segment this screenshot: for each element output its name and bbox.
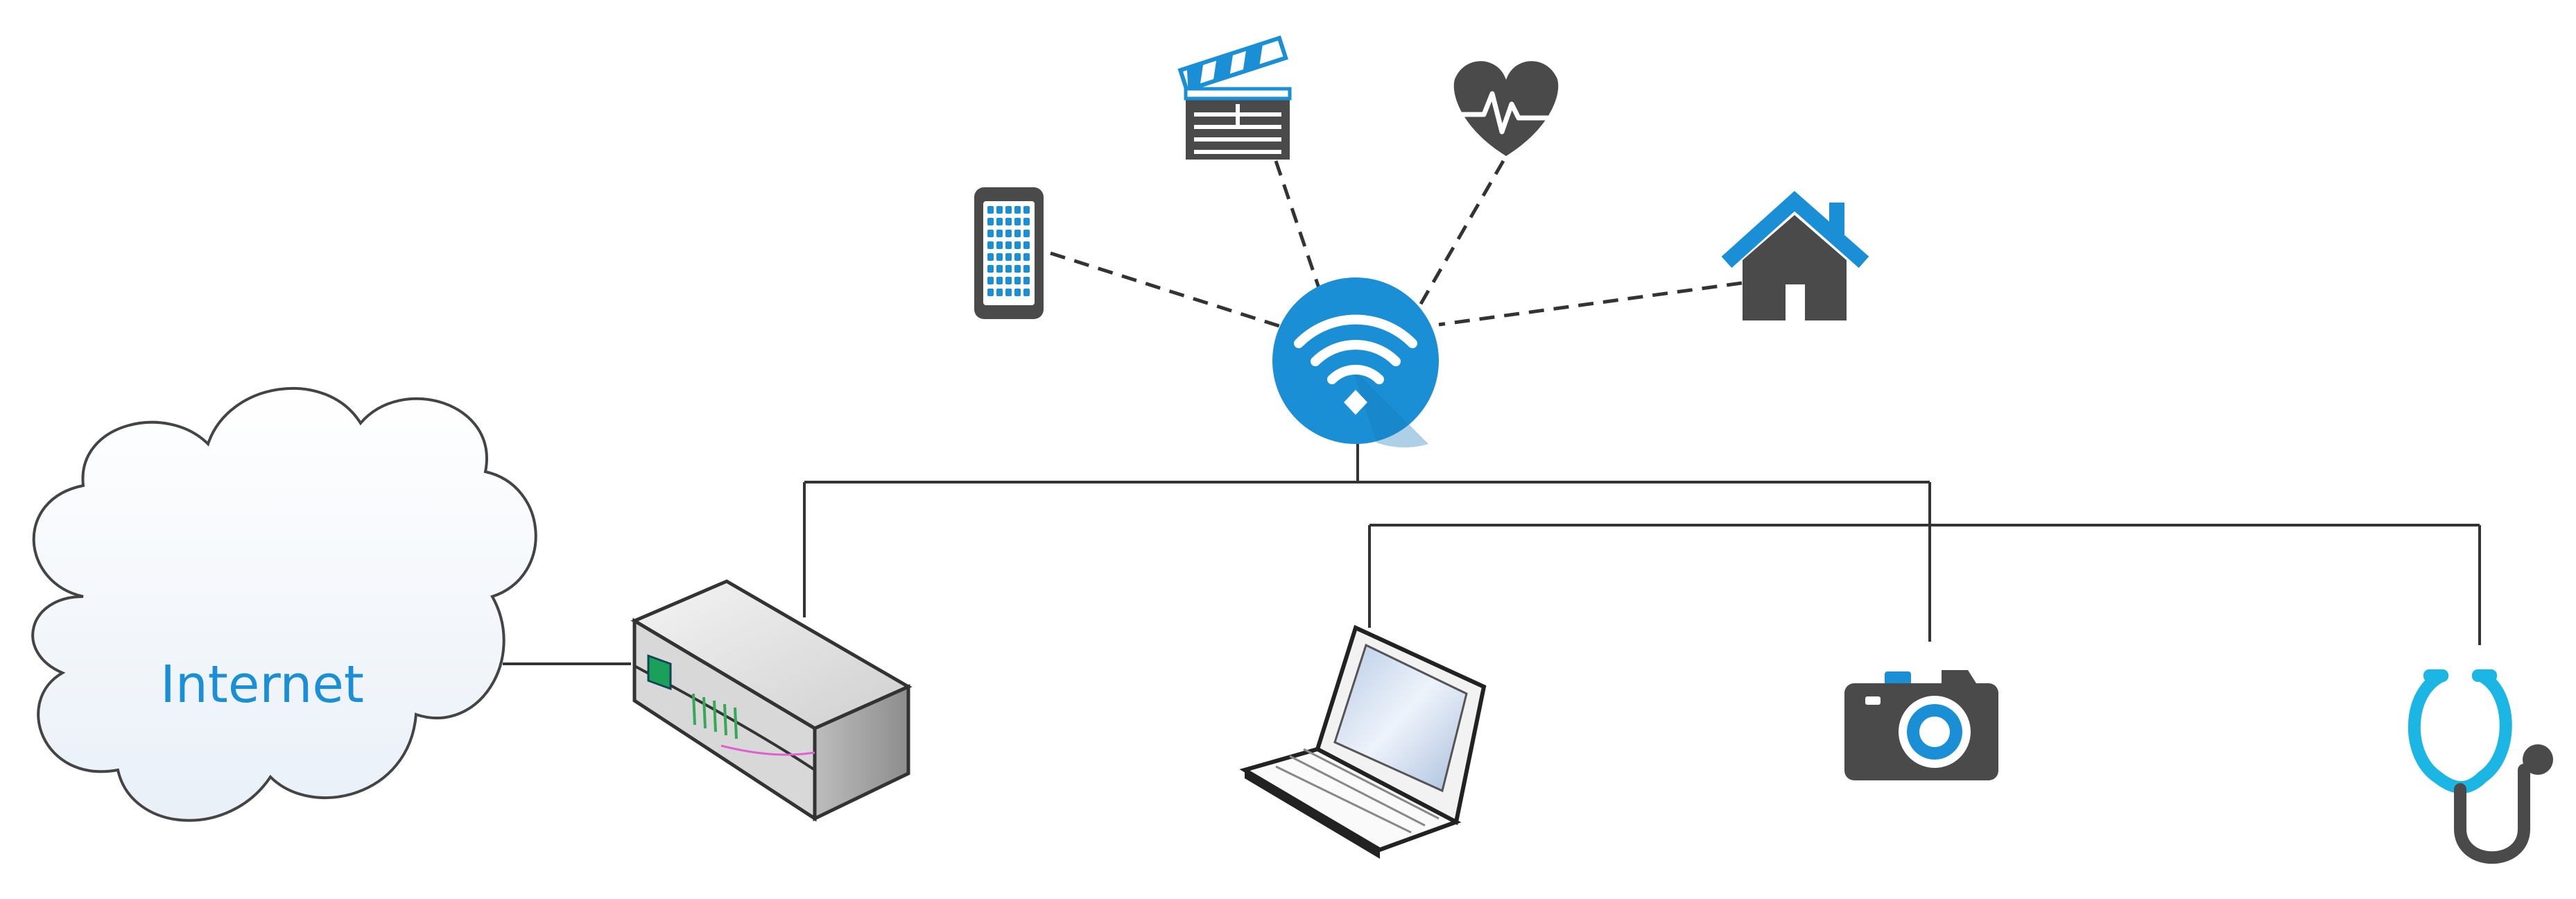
phone-keypad-dot (987, 206, 994, 214)
phone-keypad-dot (1023, 218, 1030, 225)
phone-keypad-dot (1005, 218, 1012, 225)
phone-keypad-dot (987, 230, 994, 237)
laptop-icon (1239, 624, 1487, 859)
phone-keypad-dot (1023, 277, 1030, 284)
clapperboard-icon (1177, 35, 1292, 160)
phone-keypad-dot (996, 277, 1003, 284)
internet-cloud: Internet (31, 386, 537, 822)
phone-keypad-dot (1014, 277, 1021, 284)
phone-keypad-dot (1014, 253, 1021, 261)
router-icon (630, 579, 913, 822)
phone-keypad-dot (987, 265, 994, 273)
phone-keypad-dot (987, 253, 994, 261)
home-icon (1721, 191, 1869, 320)
heart-link (1416, 160, 1505, 310)
phone-keypad-dot (1005, 277, 1012, 284)
phone-keypad-dot (1005, 265, 1012, 273)
phone-keypad-dot (987, 218, 994, 225)
phone-keypad-dot (1023, 289, 1030, 296)
phone-keypad-dot (1023, 241, 1030, 249)
heart-pulse-icon (1449, 61, 1564, 157)
phone-keypad-dot (987, 277, 994, 284)
phone-keypad-dot (996, 253, 1003, 261)
internet-label: Internet (160, 655, 364, 714)
phone-keypad-dot (996, 265, 1003, 273)
phone-keypad-dot (996, 218, 1003, 225)
phone-keypad-dot (1005, 241, 1012, 249)
phone-keypad-dot (1023, 230, 1030, 237)
phone-keypad-dot (987, 241, 994, 249)
phone-keypad-dot (996, 241, 1003, 249)
phone-keypad-dot (1005, 253, 1012, 261)
wifi-icon (1272, 277, 1439, 448)
wireless-links (1050, 160, 1743, 328)
phone-keypad-dot (996, 289, 1003, 296)
cloud-shape (31, 386, 537, 822)
phone-link (1050, 251, 1280, 328)
phone-keypad-dot (1014, 241, 1021, 249)
wired-connections (503, 444, 2481, 665)
phone-keypad-dot (1023, 253, 1030, 261)
phone-keypad-dot (1005, 289, 1012, 296)
phone-keypad-dot (1014, 289, 1021, 296)
phone-keypad-dot (1014, 218, 1021, 225)
phone-keypad-dot (987, 289, 994, 296)
stethoscope-icon (2408, 669, 2553, 864)
phone-keypad-dot (996, 206, 1003, 214)
camera-icon (1844, 670, 1998, 780)
phone-keypad-dot (1014, 206, 1021, 214)
phone-keypad-dot (1023, 206, 1030, 214)
phone-keypad-dot (1014, 230, 1021, 237)
phone-keypad-dot (1005, 206, 1012, 214)
phone-keypad-dot (1014, 265, 1021, 273)
home-link (1438, 281, 1743, 327)
phone-keypad-dot (996, 230, 1003, 237)
phone-keypad-dot (1005, 230, 1012, 237)
smartphone-icon (974, 187, 1044, 319)
phone-keypad-dot (1023, 265, 1030, 273)
clapper-link (1274, 160, 1321, 289)
